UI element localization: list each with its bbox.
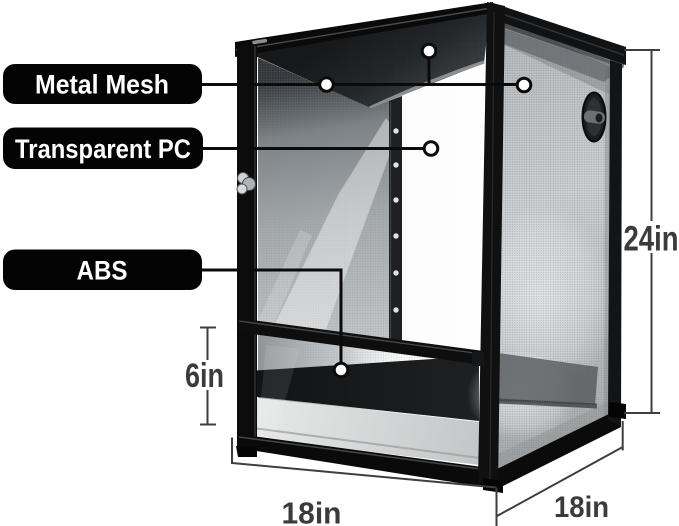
callout-abs: ABS [3, 249, 202, 290]
dimension-depth-label: 18in [554, 491, 609, 524]
callout-transparent-pc-label: Transparent PC [15, 134, 191, 164]
dimension-width [231, 437, 498, 526]
callout-abs-label: ABS [77, 256, 128, 286]
lock-knob [581, 91, 607, 143]
top-mesh-panel [488, 19, 625, 82]
leader-markers [318, 42, 533, 379]
dimension-labels: 24in 6in 18in 18in [185, 219, 679, 526]
marker-transparent-pc [422, 140, 440, 157]
frame [235, 2, 626, 493]
dimension-bottom-section-label: 6in [185, 357, 224, 395]
floor-seam [252, 427, 481, 459]
marker-side-mesh [515, 76, 533, 94]
enclosure [235, 2, 626, 493]
callout-transparent-pc: Transparent PC [3, 127, 203, 169]
callouts: Metal Mesh Transparent PC ABS [3, 42, 533, 379]
marker-front-mesh [318, 76, 335, 93]
dimension-depth [496, 421, 624, 517]
marker-top-mesh [420, 42, 438, 60]
door-latch [236, 172, 256, 195]
glass-reflections [258, 345, 300, 432]
abs-panel [249, 356, 479, 421]
floor [240, 397, 488, 466]
dimension-width-label: 18in [282, 496, 342, 526]
marker-abs [332, 361, 350, 379]
door-stile [389, 96, 402, 347]
dimensions [200, 49, 660, 526]
dimension-height-label: 24in [624, 219, 679, 258]
dimension-height [624, 49, 660, 414]
leader-abs [201, 268, 343, 370]
callout-metal-mesh: Metal Mesh [3, 64, 202, 104]
callout-metal-mesh-label: Metal Mesh [35, 70, 169, 100]
brand-logo [252, 38, 268, 45]
hinge-dots [393, 128, 399, 313]
dimension-bottom-section [200, 326, 216, 426]
